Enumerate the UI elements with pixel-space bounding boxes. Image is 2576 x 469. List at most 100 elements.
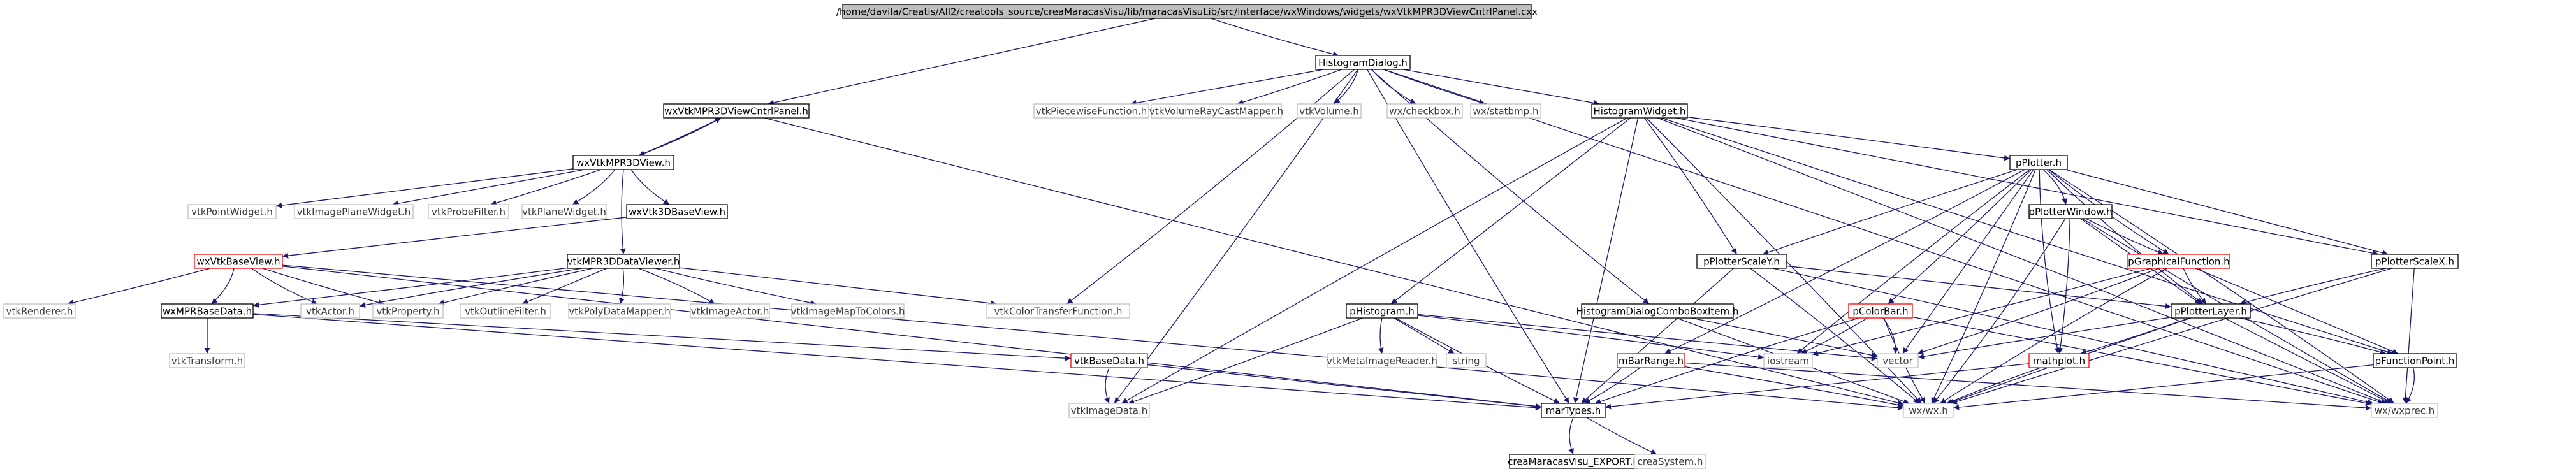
node-pplotterscalex[interactable]: pPlotterScaleX.h (2371, 254, 2459, 269)
node-box-creasystem (1634, 454, 1706, 469)
node-vtkprobefilter[interactable]: vtkProbeFilter.h (428, 204, 509, 219)
node-wxvtk3dbaseview[interactable]: wxVtk3DBaseView.h (626, 204, 728, 219)
node-label-pplotter: pPlotter.h (2016, 157, 2062, 169)
node-label-creaexport: creaMaracasVisu_EXPORT.h (1508, 456, 1639, 468)
node-box-vtkactor (300, 303, 360, 319)
node-vtkactor[interactable]: vtkActor.h (300, 303, 360, 319)
node-marTypes[interactable]: marTypes.h (1541, 403, 1606, 418)
edge-pplotter-to-mathplot (2039, 169, 2060, 354)
node-box-histogramwidget (1591, 103, 1688, 119)
edge-pplotter-to-pplotterscalex (2065, 169, 2389, 256)
edge-histogramdialog-to-wxcheckbox (1371, 69, 1416, 105)
node-wxwx[interactable]: wx/wx.h (1903, 403, 1954, 418)
node-vtkbasedata[interactable]: vtkBaseData.h (1070, 353, 1148, 368)
node-vtkrenderer[interactable]: vtkRenderer.h (3, 303, 76, 319)
node-pplotterwindow[interactable]: pPlotterWindow.h (2028, 204, 2113, 219)
node-wxstatbmp[interactable]: wx/statbmp.h (1470, 103, 1541, 119)
edge-mbarrange-to-wxexprec (1684, 362, 2372, 411)
edge-wxvtkmpr3dview-to-vtkplanewidget (572, 169, 616, 205)
node-vtktransform[interactable]: vtkTransform.h (169, 353, 245, 368)
node-cntrlpanel_h[interactable]: wxVtkMPR3DViewCntrlPanel.h (663, 103, 810, 119)
node-box-vtkimageplanewidget (294, 204, 414, 219)
node-label-vtkrenderer: vtkRenderer.h (6, 306, 73, 317)
node-label-vtkbasedata: vtkBaseData.h (1074, 356, 1144, 367)
node-vtkoutlinefilter[interactable]: vtkOutlineFilter.h (460, 303, 551, 319)
edge-wxmprbasedata-to-marTypes (252, 314, 1542, 411)
node-wxexprec[interactable]: wx/wxprec.h (2371, 403, 2438, 418)
node-vector[interactable]: vector (1877, 353, 1919, 368)
node-root[interactable]: /home/davila/Creatis/All2/creatools_sour… (836, 4, 1538, 19)
node-wxvtkbaseview[interactable]: wxVtkBaseView.h (194, 254, 283, 269)
node-box-vtkbasedata (1070, 353, 1148, 368)
node-box-wxvtkmpr3dview (572, 155, 674, 170)
node-mathplot[interactable]: mathplot.h (2028, 353, 2090, 368)
node-vtkpolydatamapper[interactable]: vtkPolyDataMapper.h (568, 303, 671, 319)
node-vtkmetaimagereader[interactable]: vtkMetaImageReader.h (1327, 353, 1437, 368)
edge-histdialogcombo-to-vector (1691, 317, 1878, 358)
edge-pplotterlayer-to-pfunctionpoint (2239, 317, 2387, 356)
node-vtkmpr3ddataviewer[interactable]: vtkMPR3DDataViewer.h (567, 254, 680, 269)
node-label-wxcheckbox: wx/checkbox.h (1389, 106, 1460, 117)
node-vtkproperty[interactable]: vtkProperty.h (372, 303, 444, 319)
node-vtkimagedata[interactable]: vtkImageData.h (1068, 403, 1150, 418)
node-phistogram[interactable]: pHistogram.h (1346, 303, 1418, 319)
node-histogramwidget[interactable]: HistogramWidget.h (1591, 103, 1688, 119)
edge-cntrlpanel_h-to-wxvtkmpr3dview (638, 117, 722, 156)
node-label-wxvtkbaseview: wxVtkBaseView.h (197, 256, 280, 268)
edge-phistogram-to-vector (1417, 314, 1878, 361)
node-pplotter[interactable]: pPlotter.h (2009, 155, 2068, 170)
edge-wxvtkbaseview-to-vtkrenderer (67, 268, 211, 306)
edge-vtkbasedata-to-marTypes (1147, 364, 1542, 410)
edge-pfunctionpoint-to-wxexprec (2405, 367, 2415, 404)
node-label-vtkimagemaptocolors: vtkImageMapToColors.h (790, 306, 905, 317)
edge-pplotterlayer-to-mathplot (2080, 317, 2190, 355)
node-vtkimagemaptocolors[interactable]: vtkImageMapToColors.h (790, 303, 905, 319)
edge-phistogram-to-iostream (1417, 315, 1765, 360)
node-pgraphicalfunction[interactable]: pGraphicalFunction.h (2127, 254, 2230, 269)
node-wxmprbasedata[interactable]: wxMPRBaseData.h (161, 303, 254, 319)
node-string[interactable]: string (1446, 353, 1487, 368)
node-label-vtktransform: vtkTransform.h (171, 356, 243, 367)
edge-histogramwidget-to-vtkimagedata (1121, 117, 1627, 404)
node-vtkvolume[interactable]: vtkVolume.h (1297, 103, 1362, 119)
node-vtkplanewidget[interactable]: vtkPlaneWidget.h (521, 204, 607, 219)
edge-wxvtkmpr3dview-to-vtkprobefilter (490, 169, 602, 206)
node-box-histogramdialog (1315, 55, 1411, 70)
edge-pplotter-to-wxexprec (2048, 169, 2395, 404)
node-mbarrange[interactable]: mBarRange.h (1617, 353, 1685, 368)
node-vtkimageplanewidget[interactable]: vtkImagePlaneWidget.h (294, 204, 414, 219)
node-box-vtkprobefilter (428, 204, 509, 219)
node-creasystem[interactable]: creaSystem.h (1634, 454, 1706, 469)
node-label-mathplot: mathplot.h (2033, 356, 2085, 367)
node-wxcheckbox[interactable]: wx/checkbox.h (1386, 103, 1463, 119)
node-label-vtkpolydatamapper: vtkPolyDataMapper.h (569, 306, 670, 317)
edge-pplotter-to-pplotterlayer (2046, 169, 2203, 305)
edge-vtkmpr3ddataviewer-to-vtkpolydatamapper (619, 268, 625, 305)
node-label-pgraphicalfunction: pGraphicalFunction.h (2128, 256, 2229, 268)
node-vtkcolortransfer[interactable]: vtkColorTransferFunction.h (986, 303, 1130, 319)
node-wxvtkmpr3dview[interactable]: wxVtkMPR3DView.h (572, 155, 674, 170)
node-label-pcolorbar: pColorBar.h (1852, 306, 1908, 317)
node-histdialogcombo[interactable]: HistogramDialogComboBoxItem.h (1576, 303, 1739, 319)
node-label-vector: vector (1882, 356, 1913, 367)
node-pplotterscalez[interactable]: pPlotterScaleY.h (1696, 254, 1787, 269)
edge-pgraphicalfunction-to-iostream (1812, 268, 2151, 356)
edge-pplotter-to-pplotterwindow (2042, 169, 2068, 205)
node-box-wxstatbmp (1470, 103, 1541, 119)
node-pplotterlayer[interactable]: pPlotterLayer.h (2171, 303, 2251, 319)
node-creaexport[interactable]: creaMaracasVisu_EXPORT.h (1508, 454, 1639, 469)
node-box-pplotterwindow (2028, 204, 2113, 219)
node-pcolorbar[interactable]: pColorBar.h (1848, 303, 1913, 319)
node-label-creasystem: creaSystem.h (1638, 456, 1703, 468)
edge-histogramwidget-to-pplotterscalez (1643, 117, 1738, 255)
node-vtkimageactor[interactable]: vtkImageActor.h (690, 303, 770, 319)
node-pfunctionpoint[interactable]: pFunctionPoint.h (2373, 353, 2457, 368)
node-vtkvolraycast[interactable]: vtkVolumeRayCastMapper.h (1149, 103, 1283, 119)
node-vtkpiecewise[interactable]: vtkPiecewiseFunction.h (1033, 103, 1149, 119)
edge-mbarrange-to-wxwx (1684, 366, 1904, 408)
node-box-cntrlpanel_h (663, 103, 810, 119)
edge-pcolorbar-to-marTypes (1594, 317, 1859, 405)
node-histogramdialog[interactable]: HistogramDialog.h (1315, 55, 1411, 70)
node-vtkpointwidget[interactable]: vtkPointWidget.h (187, 204, 277, 219)
node-iostream[interactable]: iostream (1763, 353, 1813, 368)
